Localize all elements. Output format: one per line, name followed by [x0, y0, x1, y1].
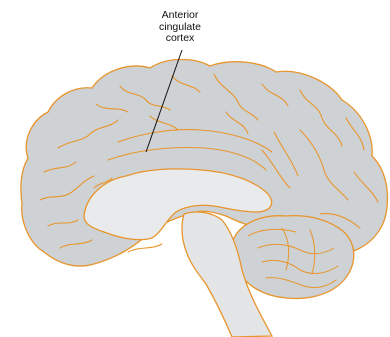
cerebellum: [232, 216, 354, 299]
anterior-cingulate-cortex-label: Anterior cingulate cortex: [130, 10, 230, 45]
label-line-3: cortex: [130, 33, 230, 45]
label-line-1: Anterior: [130, 10, 230, 22]
